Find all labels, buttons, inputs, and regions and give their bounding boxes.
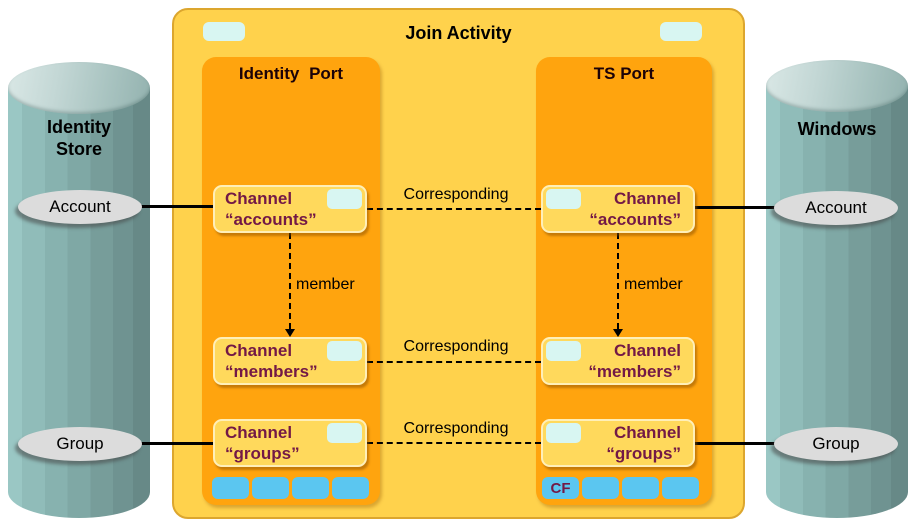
channel-tab-icon [546, 423, 581, 443]
channel-members-ts-line1: Channel [613, 341, 681, 360]
channel-tab-icon [327, 341, 362, 361]
identity-port-slot-container [212, 477, 369, 499]
channel-members-ts-line2: “members” [588, 362, 681, 381]
ts-port-slot-container: CF [542, 477, 699, 499]
channel-accounts-identity-line1: Channel [225, 189, 293, 208]
corresponding-label-accounts: Corresponding [403, 186, 509, 203]
entity-group-right-label: Group [812, 434, 860, 453]
channel-tab-icon [327, 423, 362, 443]
corresponding-link-groups [367, 442, 541, 444]
entity-account-right-label: Account [805, 198, 867, 217]
entity-group-right: Group [774, 427, 898, 461]
corresponding-label-groups: Corresponding [403, 420, 509, 437]
identity-port-title: Identity Port [238, 64, 344, 83]
channel-tab-icon [546, 189, 581, 209]
activity-tab-right-icon [660, 22, 702, 41]
identity-store-label-line2: Store [55, 139, 102, 159]
member-label-ts: member [624, 276, 683, 293]
slot [292, 477, 329, 499]
channel-groups-identity-line2: “groups” [225, 444, 300, 463]
channel-groups-identity: Channel “groups” [213, 419, 367, 467]
channel-accounts-identity-line2: “accounts” [225, 210, 317, 229]
channel-accounts-ts-line2: “accounts” [589, 210, 681, 229]
cf-slot-label: CF [550, 479, 571, 497]
channel-members-identity-line2: “members” [225, 362, 318, 381]
channel-tab-icon [327, 189, 362, 209]
member-link-identity [289, 233, 291, 329]
channel-accounts-ts-line1: Channel [613, 189, 681, 208]
member-label-identity: member [296, 276, 355, 293]
join-activity-title: Join Activity [405, 23, 512, 43]
channel-groups-identity-line1: Channel [225, 423, 293, 442]
channel-groups-ts-line1: Channel [613, 423, 681, 442]
channel-tab-icon [546, 341, 581, 361]
ts-port-title: TS Port [593, 64, 655, 83]
slot [332, 477, 369, 499]
entity-account-left-label: Account [49, 197, 111, 216]
connector-group-left [138, 442, 218, 445]
channel-accounts-identity: Channel “accounts” [213, 185, 367, 233]
entity-group-left-label: Group [56, 434, 104, 453]
connector-account-right [692, 206, 778, 209]
member-link-ts [617, 233, 619, 329]
member-arrowhead-ts-icon [613, 329, 623, 337]
entity-group-left: Group [18, 427, 142, 461]
windows-cylinder-top-icon [766, 60, 908, 112]
corresponding-link-accounts [367, 208, 541, 210]
slot [252, 477, 289, 499]
identity-store-label: Identity Store [8, 116, 150, 160]
entity-account-left: Account [18, 190, 142, 224]
channel-members-identity: Channel “members” [213, 337, 367, 385]
member-arrowhead-identity-icon [285, 329, 295, 337]
entity-account-right: Account [774, 191, 898, 225]
identity-store-cylinder-top-icon [8, 62, 150, 114]
activity-tab-left-icon [203, 22, 245, 41]
corresponding-label-members: Corresponding [403, 338, 509, 355]
channel-groups-ts: Channel “groups” [541, 419, 695, 467]
slot [212, 477, 249, 499]
channel-members-ts: Channel “members” [541, 337, 695, 385]
windows-store-label-text: Windows [797, 119, 877, 139]
slot [662, 477, 699, 499]
channel-members-identity-line1: Channel [225, 341, 293, 360]
cf-slot: CF [542, 477, 579, 499]
slot [622, 477, 659, 499]
windows-store-label: Windows [766, 118, 908, 140]
connector-group-right [692, 442, 778, 445]
channel-groups-ts-line2: “groups” [606, 444, 681, 463]
connector-account-left [138, 205, 218, 208]
corresponding-link-members [367, 361, 541, 363]
slot [582, 477, 619, 499]
identity-store-label-line1: Identity [46, 117, 111, 137]
channel-accounts-ts: Channel “accounts” [541, 185, 695, 233]
